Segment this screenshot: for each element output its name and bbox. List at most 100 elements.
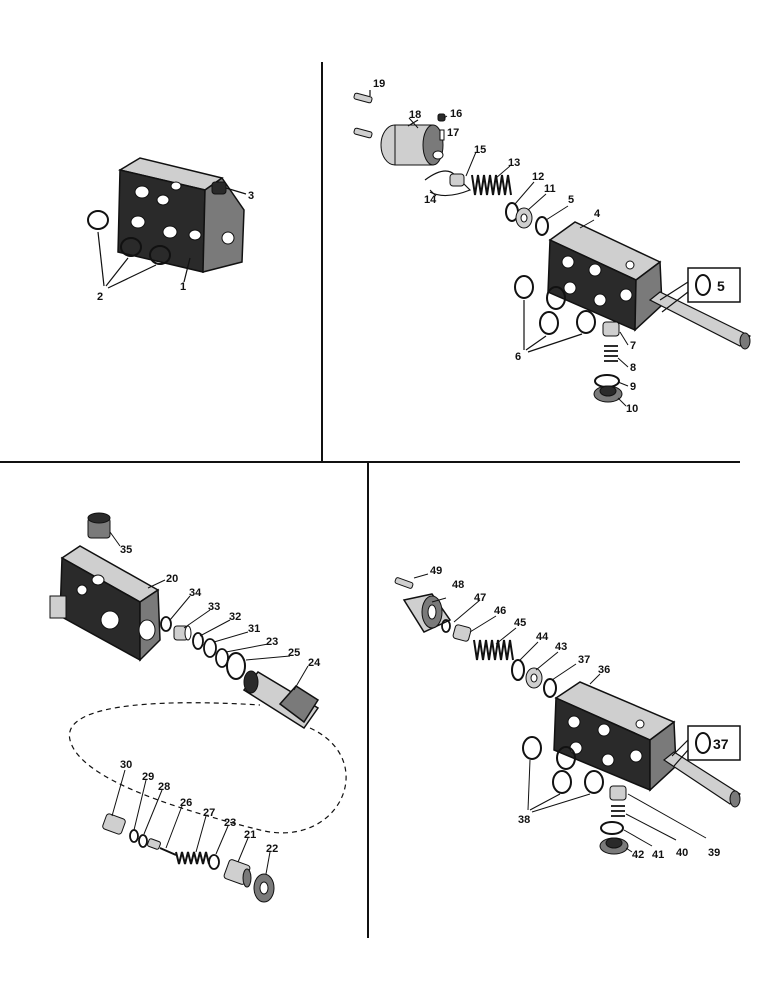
callout-35: 35 (120, 544, 132, 556)
spring-part-13 (471, 174, 512, 196)
panel-bottom-right: 37 (394, 565, 741, 861)
panel-top-right: 5 (353, 78, 752, 415)
boxed-callout-5-label: 5 (717, 278, 725, 294)
callout-12: 12 (532, 171, 544, 183)
spring-part-40 (611, 805, 625, 817)
guide-part-43 (525, 667, 543, 689)
seat-part-15 (449, 173, 465, 187)
callout-22: 22 (266, 843, 278, 855)
callout-48: 48 (452, 579, 464, 591)
callout-37: 37 (578, 654, 590, 666)
cartridge-part-30 (102, 813, 126, 835)
plug-part-42 (599, 837, 629, 855)
callout-27: 27 (203, 807, 215, 819)
callout-49: 49 (430, 565, 442, 577)
callout-36: 36 (598, 664, 610, 676)
panel-dividers (0, 62, 740, 938)
poppet-part-26 (147, 838, 177, 856)
screw-part-49 (394, 573, 429, 589)
poppet-part-39 (609, 785, 627, 801)
spring-part-8 (604, 345, 618, 362)
callout-29: 29 (142, 771, 154, 783)
callout-15: 15 (474, 144, 486, 156)
callout-46: 46 (494, 605, 506, 617)
cap-part-48 (402, 593, 452, 633)
callout-9: 9 (630, 381, 636, 393)
ring-part-23-bottom (208, 854, 220, 870)
o-ring-part-37-top (543, 678, 557, 698)
screws-part-19 (353, 90, 373, 139)
callout-40: 40 (676, 847, 688, 859)
ring-part-29 (129, 829, 139, 843)
ring-part-34 (160, 616, 172, 632)
callout-3: 3 (248, 190, 254, 202)
callout-25: 25 (288, 647, 300, 659)
ring-part-47 (441, 619, 451, 633)
dashed-assembly-loop (69, 702, 347, 834)
spring-part-45 (473, 639, 514, 661)
callout-23-upper: 23 (266, 636, 278, 648)
leader-lines-bottom-right (453, 599, 707, 853)
valve-body-part-1 (117, 157, 245, 273)
callout-17: 17 (447, 127, 459, 139)
callout-47: 47 (474, 592, 486, 604)
callout-6: 6 (515, 351, 521, 363)
callout-45: 45 (514, 617, 526, 629)
callout-18: 18 (409, 109, 421, 121)
o-ring-part-5-top (535, 216, 549, 236)
leader-lines-bottom-left (111, 579, 309, 875)
callout-38: 38 (518, 814, 530, 826)
sleeve-part-33 (173, 625, 192, 641)
spring-part-27 (175, 851, 210, 865)
callout-19: 19 (373, 78, 385, 90)
callout-31: 31 (248, 623, 260, 635)
callout-26: 26 (180, 797, 192, 809)
poppet-part-7 (602, 321, 620, 337)
boxed-callout-5: 5 (659, 267, 741, 313)
relief-body-part-24 (242, 670, 320, 730)
callout-4: 4 (594, 208, 601, 220)
callout-24: 24 (308, 657, 321, 669)
callout-30: 30 (120, 759, 132, 771)
plug-part-3 (211, 181, 247, 195)
boxed-callout-37-label: 37 (713, 736, 729, 752)
o-rings-part-6 (514, 275, 596, 353)
callout-43: 43 (555, 641, 567, 653)
callout-13: 13 (508, 157, 520, 169)
callout-44: 44 (536, 631, 549, 643)
callout-10: 10 (626, 403, 638, 415)
callout-39: 39 (708, 847, 720, 859)
adjuster-part-21 (223, 859, 252, 888)
cap-part-35 (87, 512, 121, 547)
callout-2: 2 (97, 291, 103, 303)
valve-section-part-4 (547, 221, 663, 332)
ring-part-28 (138, 834, 148, 848)
o-rings-part-38 (522, 736, 604, 813)
o-rings-part-2 (87, 210, 191, 289)
valve-section-part-36 (553, 681, 677, 792)
leader-lines-top-right (408, 115, 629, 407)
pin-part-17 (439, 129, 445, 141)
o-ring-part-9 (594, 374, 620, 388)
callout-5: 5 (568, 194, 574, 206)
callout-16: 16 (450, 108, 462, 120)
o-ring-part-41 (600, 821, 624, 835)
panel-top-left: 1 2 3 (87, 157, 254, 303)
spool-shaft-lower (662, 751, 741, 808)
boxed-callout-37: 37 (671, 725, 741, 767)
valve-body-part-20 (49, 545, 161, 662)
callout-41: 41 (652, 849, 664, 861)
callout-34: 34 (189, 587, 202, 599)
callout-1: 1 (180, 281, 186, 293)
plug-part-10 (593, 385, 623, 403)
nut-part-22 (253, 873, 275, 903)
callout-23-lower: 23 (224, 817, 236, 829)
ring-part-32 (192, 632, 204, 650)
callout-11: 11 (544, 183, 556, 195)
ring-part-25 (226, 652, 246, 680)
callout-42: 42 (632, 849, 644, 861)
retainer-part-44 (511, 659, 525, 681)
panel-bottom-left: 20 21 22 23 23 24 25 26 27 28 29 30 31 3… (49, 512, 347, 903)
guide-part-11 (515, 207, 533, 229)
